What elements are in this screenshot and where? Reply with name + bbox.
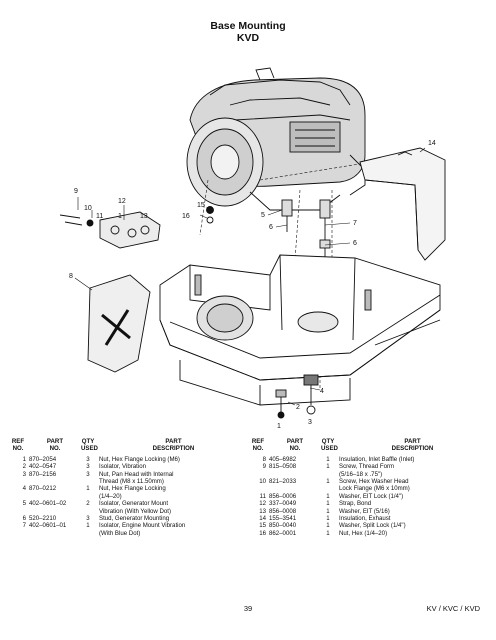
table-row: Thread (M8 x 11.50mm) — [99, 478, 164, 486]
callout-14: 14 — [428, 140, 436, 147]
callout-12: 12 — [118, 198, 126, 205]
engine-assembly — [186, 67, 366, 211]
table-row: Lock Flange (M6 x 10mm) — [339, 485, 410, 493]
callout-15: 15 — [197, 202, 205, 209]
callout-16: 16 — [182, 213, 190, 220]
callout-1: 1 — [118, 213, 122, 220]
callout-6a: 6 — [269, 224, 273, 231]
page-subtitle: KVD — [236, 32, 260, 44]
table-row: (5/16–18 x .75") — [339, 470, 383, 478]
callout-1b: 1 — [277, 423, 281, 430]
lower-mount-hardware — [275, 374, 319, 419]
leader-lines — [74, 147, 426, 406]
callout-7: 7 — [353, 220, 357, 227]
exhaust-insulation — [359, 147, 446, 261]
callout-4: 4 — [320, 388, 324, 395]
callout-11: 11 — [96, 213, 103, 220]
page-title: Base Mounting — [210, 20, 286, 32]
page-title-block: Base Mounting KVD — [0, 20, 496, 44]
table-row: (With Blue Dot) — [99, 529, 141, 537]
base-pan — [159, 254, 441, 406]
callout-3: 3 — [308, 419, 312, 426]
bond-strap-group — [59, 211, 161, 249]
callout-2: 2 — [296, 404, 300, 411]
table-row: Vibration (With Yellow Dot) — [99, 507, 172, 515]
inlet-baffle-insulation — [87, 274, 151, 373]
page-number: 39 — [243, 604, 253, 613]
callout-6b: 6 — [353, 240, 357, 247]
exploded-parts-diagram: 14 9 10 12 11 1 13 15 16 5 6 7 6 8 4 2 1… — [59, 67, 446, 430]
callout-10: 10 — [84, 205, 92, 212]
callout-5: 5 — [261, 212, 265, 219]
callout-13: 13 — [140, 213, 148, 220]
table-row: (1/4–20) — [99, 492, 122, 500]
model-list: KV / KVC / KVD — [426, 604, 480, 613]
callout-8: 8 — [69, 273, 73, 280]
callout-9: 9 — [74, 188, 78, 195]
